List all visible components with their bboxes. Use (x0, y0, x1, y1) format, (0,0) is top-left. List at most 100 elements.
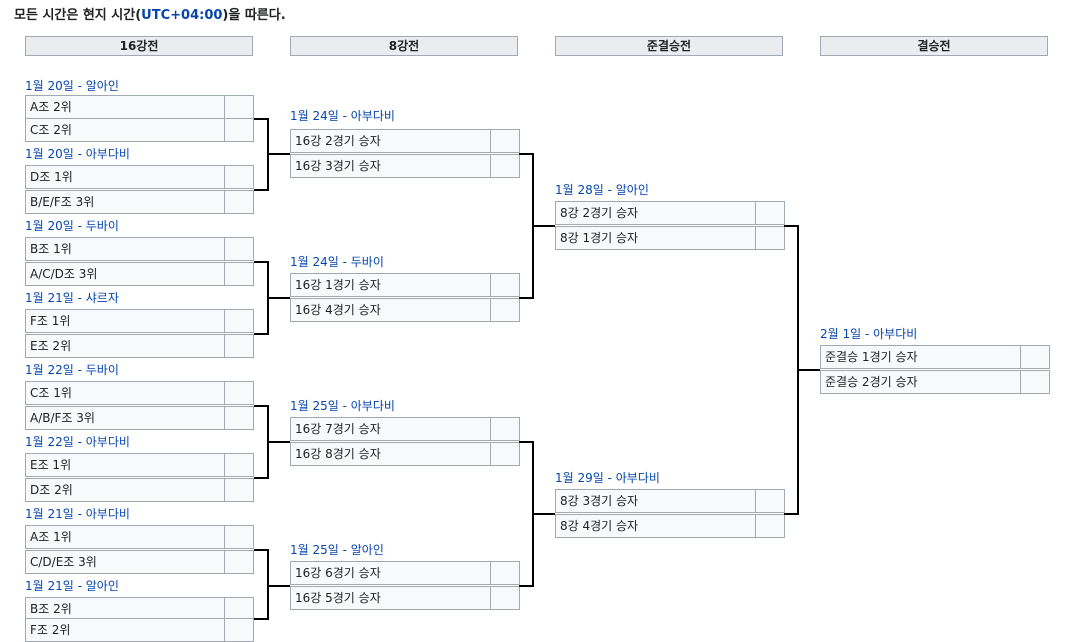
team-name: 16강 6경기 승자 (290, 561, 491, 585)
bracket-line (519, 153, 533, 155)
bracket-line (784, 225, 798, 227)
match-date[interactable]: 1월 25일 - 아부다비 (290, 399, 395, 413)
score-cell (224, 478, 254, 502)
bracket-line (784, 513, 798, 515)
bracket-line (254, 618, 268, 620)
score-cell (224, 550, 254, 574)
round-header-sf: 준결승전 (555, 36, 783, 56)
team-name: A조 2위 (25, 95, 225, 119)
team-name: 16강 4경기 승자 (290, 298, 491, 322)
team-name: E조 2위 (25, 334, 225, 358)
score-cell (224, 309, 254, 333)
bracket-line (254, 261, 268, 263)
score-cell (1020, 370, 1050, 394)
team-name: F조 2위 (25, 618, 225, 642)
bracket-line (519, 441, 533, 443)
bracket-line (519, 585, 533, 587)
bracket-line (267, 441, 290, 443)
team-name: 16강 1경기 승자 (290, 273, 491, 297)
team-name: 준결승 2경기 승자 (820, 370, 1021, 394)
bracket-line (254, 189, 268, 191)
score-cell (224, 406, 254, 430)
score-cell (1020, 345, 1050, 369)
score-cell (224, 262, 254, 286)
score-cell (755, 514, 785, 538)
bracket-line (797, 369, 820, 371)
team-name: 16강 5경기 승자 (290, 586, 491, 610)
score-cell (490, 442, 520, 466)
bracket-line (254, 333, 268, 335)
match-date[interactable]: 1월 28일 - 알아인 (555, 183, 649, 197)
score-cell (490, 561, 520, 585)
bracket-line (267, 297, 290, 299)
score-cell (224, 381, 254, 405)
score-cell (224, 95, 254, 119)
bracket-line (519, 297, 533, 299)
timezone-link[interactable]: UTC+04:00 (141, 8, 223, 23)
match-date[interactable]: 1월 20일 - 알아인 (25, 79, 119, 93)
team-name: A/C/D조 3위 (25, 262, 225, 286)
team-name: 16강 8경기 승자 (290, 442, 491, 466)
bracket-line (254, 405, 268, 407)
match-date[interactable]: 1월 20일 - 두바이 (25, 219, 119, 233)
score-cell (224, 165, 254, 189)
score-cell (224, 525, 254, 549)
score-cell (755, 226, 785, 250)
round-header-final: 결승전 (820, 36, 1048, 56)
team-name: B/E/F조 3위 (25, 190, 225, 214)
bracket-line (267, 153, 290, 155)
score-cell (224, 334, 254, 358)
team-name: C/D/E조 3위 (25, 550, 225, 574)
match-date[interactable]: 1월 24일 - 두바이 (290, 255, 384, 269)
bracket-line (267, 549, 269, 620)
team-name: B조 2위 (25, 597, 225, 621)
team-name: C조 1위 (25, 381, 225, 405)
team-name: E조 1위 (25, 453, 225, 477)
team-name: D조 2위 (25, 478, 225, 502)
team-name: C조 2위 (25, 118, 225, 142)
bracket-line (254, 477, 268, 479)
match-date[interactable]: 1월 20일 - 아부다비 (25, 147, 130, 161)
match-date[interactable]: 1월 21일 - 아부다비 (25, 507, 130, 521)
match-date[interactable]: 1월 29일 - 아부다비 (555, 471, 660, 485)
score-cell (224, 118, 254, 142)
score-cell (224, 618, 254, 642)
team-name: 8강 1경기 승자 (555, 226, 756, 250)
match-date[interactable]: 1월 22일 - 아부다비 (25, 435, 130, 449)
team-name: 준결승 1경기 승자 (820, 345, 1021, 369)
match-date[interactable]: 1월 21일 - 샤르자 (25, 291, 119, 305)
team-name: F조 1위 (25, 309, 225, 333)
match-date[interactable]: 1월 22일 - 두바이 (25, 363, 119, 377)
team-name: 8강 4경기 승자 (555, 514, 756, 538)
match-date[interactable]: 1월 21일 - 알아인 (25, 579, 119, 593)
bracket-line (532, 225, 555, 227)
score-cell (224, 237, 254, 261)
timezone-note: 모든 시간은 현지 시간(UTC+04:00)을 따른다. (14, 8, 286, 23)
score-cell (490, 129, 520, 153)
team-name: A/B/F조 3위 (25, 406, 225, 430)
score-cell (490, 586, 520, 610)
match-date[interactable]: 2월 1일 - 아부다비 (820, 327, 918, 341)
score-cell (490, 273, 520, 297)
bracket-line (267, 585, 290, 587)
score-cell (224, 190, 254, 214)
team-name: 8강 2경기 승자 (555, 201, 756, 225)
bracket-line (254, 118, 268, 120)
bracket-line (254, 549, 268, 551)
score-cell (755, 489, 785, 513)
score-cell (490, 154, 520, 178)
team-name: A조 1위 (25, 525, 225, 549)
bracket-line (532, 513, 555, 515)
team-name: 16강 2경기 승자 (290, 129, 491, 153)
match-date[interactable]: 1월 24일 - 아부다비 (290, 109, 395, 123)
team-name: B조 1위 (25, 237, 225, 261)
score-cell (490, 298, 520, 322)
team-name: 8강 3경기 승자 (555, 489, 756, 513)
match-date[interactable]: 1월 25일 - 알아인 (290, 543, 384, 557)
round-header-qf: 8강전 (290, 36, 518, 56)
team-name: 16강 3경기 승자 (290, 154, 491, 178)
score-cell (490, 417, 520, 441)
score-cell (224, 453, 254, 477)
round-header-r16: 16강전 (25, 36, 253, 56)
team-name: D조 1위 (25, 165, 225, 189)
